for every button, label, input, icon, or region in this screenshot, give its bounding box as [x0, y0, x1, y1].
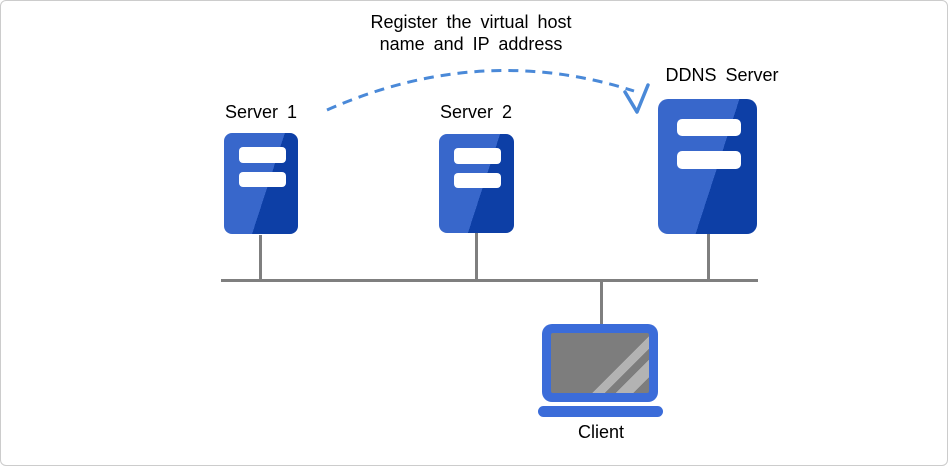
ddns-server-icon [658, 99, 757, 234]
server1-label: Server 1 [224, 102, 298, 122]
server1-icon [224, 133, 298, 234]
server-slot-bar [677, 119, 741, 136]
client-connector-line [600, 282, 603, 325]
server-slot-bar [239, 172, 286, 187]
server2-connector-line [475, 233, 478, 280]
ddns-server-label: DDNS Server [665, 65, 779, 85]
annotation-line-2: name and IP address [379, 34, 563, 54]
server1-connector-line [259, 235, 262, 280]
ddns-connector-line [707, 234, 710, 280]
network-bus-line [221, 279, 758, 282]
server-slot-bar [677, 151, 741, 169]
laptop-icon [542, 324, 658, 402]
server-slot-bar [454, 148, 501, 164]
annotation-text: Register the virtual host name and IP ad… [321, 11, 621, 55]
laptop-base [538, 406, 663, 417]
client-label: Client [577, 422, 625, 442]
annotation-line-1: Register the virtual host [370, 12, 572, 32]
server2-label: Server 2 [439, 102, 513, 122]
laptop-screen [551, 333, 649, 393]
server2-icon [439, 134, 514, 233]
server-slot-bar [454, 173, 501, 188]
server-slot-bar [239, 147, 286, 163]
